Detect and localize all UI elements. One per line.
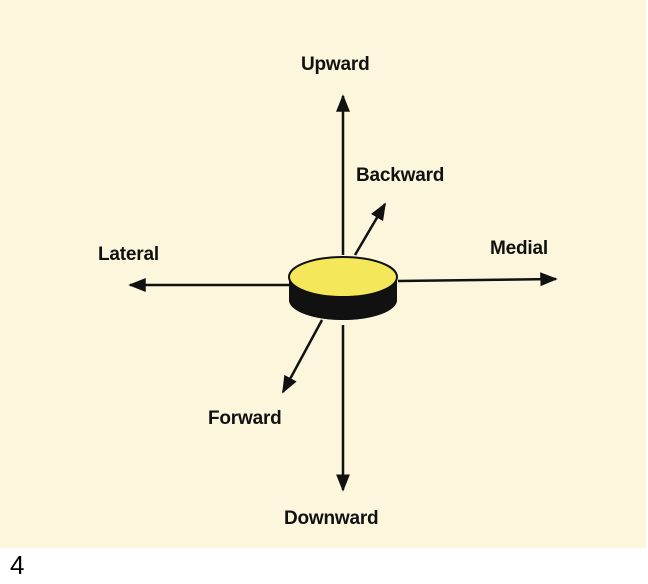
medial-arrow [397, 272, 558, 287]
label-lateral: Lateral [98, 244, 159, 265]
label-forward: Forward [208, 408, 282, 429]
label-medial: Medial [490, 238, 548, 259]
disc [288, 256, 398, 320]
disc-top [288, 256, 398, 298]
figure-number: 4 [10, 550, 25, 580]
diagram-panel: Upward Backward Lateral Medial Forward D… [0, 0, 646, 548]
direction-diagram [128, 94, 558, 492]
forward-arrow [281, 319, 324, 394]
backward-arrow [353, 202, 387, 256]
label-upward: Upward [301, 54, 370, 75]
label-downward: Downward [284, 508, 379, 529]
label-backward: Backward [356, 165, 445, 186]
